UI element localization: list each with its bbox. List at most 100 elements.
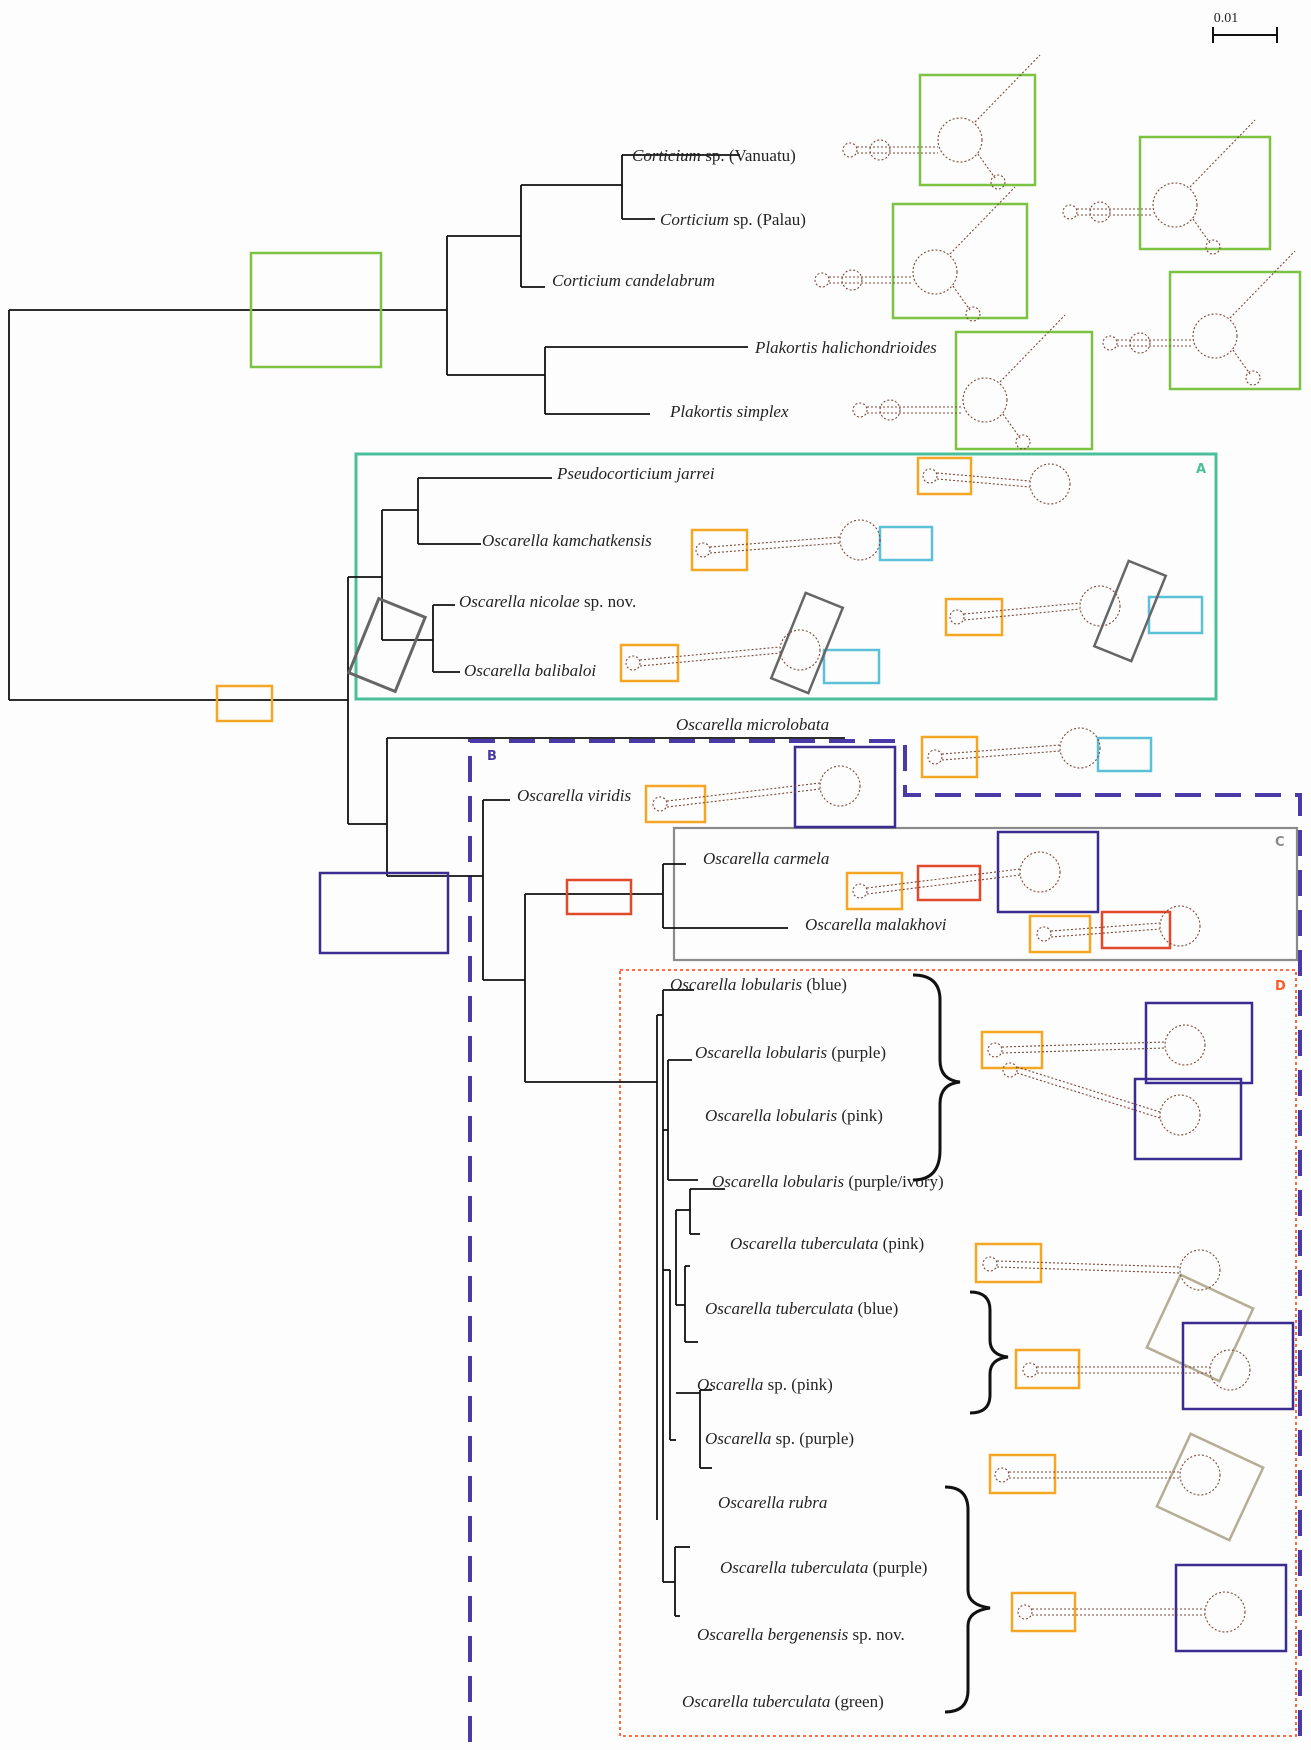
character-box [980, 1030, 1044, 1070]
rna-multiloop [1209, 1349, 1251, 1391]
taxon-label: Oscarella viridis [517, 786, 631, 805]
clade-a-label: A [1196, 462, 1206, 477]
rna-stem [829, 276, 913, 284]
rna-multiloop [1159, 905, 1201, 947]
taxon-label: Corticium sp. (Palau) [660, 210, 806, 229]
rna-hairpin-loop [695, 542, 711, 558]
taxon-label: Oscarella nicolae sp. nov. [459, 592, 636, 611]
character-box [1155, 1432, 1265, 1542]
rna-hairpin-loop [922, 468, 938, 484]
rna-multiloop [1179, 1454, 1221, 1496]
character-box [644, 784, 707, 824]
rna-hairpin-loop [1245, 370, 1261, 386]
character-box [920, 735, 979, 779]
taxon-label: Oscarella sp. (purple) [705, 1429, 854, 1448]
taxon-label: Oscarella bergenensis sp. nov. [697, 1625, 905, 1644]
clade-d-box [619, 969, 1297, 1737]
character-box [996, 830, 1100, 914]
character-box [690, 528, 749, 572]
rna-hairpin-loop [990, 174, 1006, 190]
rna-hairpin-loop [994, 1467, 1010, 1483]
rna-stem [996, 1260, 1181, 1274]
taxon-label: Oscarella microlobata [676, 715, 829, 734]
rna-hairpin-loop [852, 883, 868, 899]
rna-hairpin-loop [852, 402, 868, 418]
character-box [1133, 1077, 1243, 1161]
rna-hairpin-loop [1036, 926, 1052, 942]
clade-d-label: D [1275, 979, 1286, 994]
rna-hairpin-loop [1017, 1604, 1033, 1620]
rna-multiloop [1164, 1024, 1206, 1066]
node-box-red-c [565, 878, 633, 916]
rna-stem [1032, 1608, 1205, 1616]
clade-b-box [468, 739, 1302, 1742]
rna-multiloop [912, 249, 958, 295]
taxon-label: Pseudocorticium jarrei [556, 464, 715, 483]
rna-hairpin-loop [652, 796, 668, 812]
scale-bar: 0.01 [1212, 11, 1278, 43]
taxon-label: Oscarella lobularis (purple) [695, 1043, 886, 1062]
taxon-label: Oscarella lobularis (pink) [705, 1106, 883, 1125]
taxon-label: Oscarella rubra [718, 1493, 827, 1512]
node-box-orange-root [215, 684, 274, 723]
rna-stem [1037, 1366, 1210, 1374]
rna-stem [857, 146, 938, 154]
rna-hairpin-loop [625, 655, 641, 671]
rna-stem [1001, 1041, 1166, 1054]
tree-branches [8, 154, 845, 1617]
character-box [822, 648, 881, 685]
character-box [944, 597, 1004, 637]
rna-hairpin-loop [927, 749, 943, 765]
character-box [974, 1242, 1043, 1284]
rna-stem [936, 472, 1031, 488]
rna-stem [1117, 339, 1193, 347]
rna-multiloop [1159, 1094, 1201, 1136]
rna-multiloop [1192, 313, 1238, 359]
rna-structures [619, 54, 1302, 1653]
character-box [1181, 1321, 1295, 1411]
rna-multiloop [1079, 585, 1121, 627]
character-box [1014, 1348, 1081, 1390]
taxon-label: Oscarella tuberculata (pink) [730, 1234, 924, 1253]
rna-stem [639, 646, 781, 667]
rna-multiloop [1204, 1591, 1246, 1633]
rna-internal-loop [841, 269, 863, 291]
rna-arm [952, 285, 971, 311]
character-box [1168, 270, 1302, 391]
character-box [1092, 559, 1168, 663]
rna-stem [1009, 1471, 1180, 1479]
rna-hairpin-loop [1015, 434, 1031, 450]
brace-rubra-group [944, 1485, 991, 1714]
rna-multiloop [1179, 1249, 1221, 1291]
rna-multiloop [779, 629, 821, 671]
character-box [988, 1453, 1057, 1495]
rna-multiloop [819, 765, 861, 807]
rna-stem [1016, 1066, 1161, 1119]
brace-lobularis [912, 973, 961, 1182]
rna-hairpin-loop [1205, 239, 1221, 255]
rna-arm [949, 186, 1016, 255]
node-box-grey-nicolae [346, 596, 428, 694]
rna-stem [866, 868, 1021, 895]
character-box [916, 456, 973, 496]
rna-hairpin-loop [982, 1256, 998, 1272]
rna-arm [1002, 413, 1021, 439]
character-box [1096, 736, 1153, 773]
character-box [891, 202, 1029, 320]
rna-multiloop [839, 519, 881, 561]
character-box [916, 864, 982, 902]
rna-hairpin-loop [1102, 335, 1118, 351]
rna-hairpin-loop [949, 609, 965, 625]
taxon-labels: Corticium sp. (Vanuatu) Corticium sp. (P… [459, 146, 947, 1711]
character-box [1100, 910, 1172, 950]
rna-hairpin-loop [965, 306, 981, 322]
character-box [1174, 1563, 1288, 1653]
taxon-label: Corticium sp. (Vanuatu) [632, 146, 796, 165]
character-box [918, 73, 1037, 187]
node-box-green-root [249, 251, 383, 369]
rna-multiloop [937, 117, 983, 163]
taxon-label: Corticium candelabrum [552, 271, 715, 290]
rna-arm [999, 314, 1066, 383]
rna-arm [1229, 250, 1296, 319]
